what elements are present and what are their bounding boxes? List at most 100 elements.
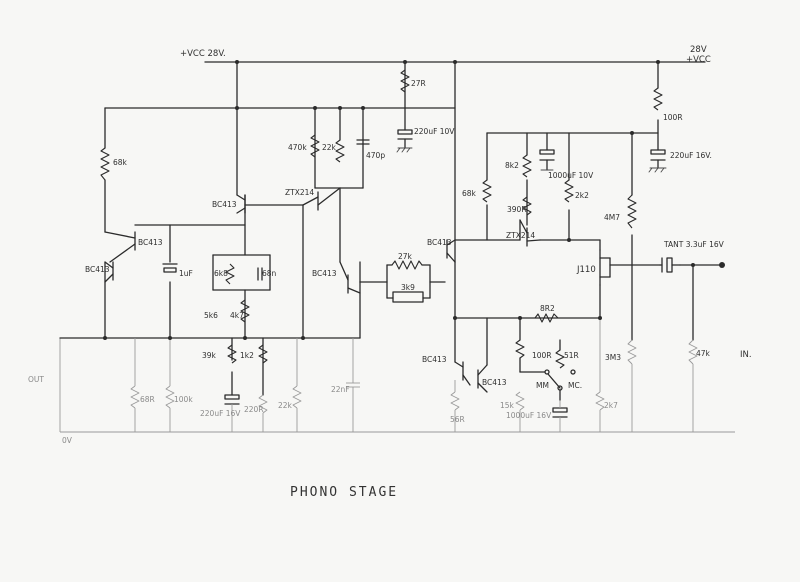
q9-label: BC413 bbox=[482, 378, 507, 387]
r-68k-right-label: 68k bbox=[462, 189, 477, 198]
resistor-1k2 bbox=[258, 344, 268, 364]
schematic-title: PHONO STAGE bbox=[290, 485, 398, 500]
resistor-8k2 bbox=[522, 154, 532, 178]
r-1k2-label: 1k2 bbox=[240, 351, 254, 360]
resistor-27r-top bbox=[400, 69, 410, 93]
resistor-68r bbox=[130, 338, 140, 432]
resistor-22k-bottom bbox=[292, 338, 302, 432]
r-51r-label: 51R bbox=[564, 351, 579, 360]
resistor-68k-left bbox=[100, 147, 110, 181]
resistor-3m3 bbox=[627, 339, 637, 432]
r-4m7-label: 4M7 bbox=[604, 213, 620, 222]
r-8k2-label: 8k2 bbox=[505, 161, 519, 170]
transistor-q1 bbox=[104, 231, 136, 263]
vcc-right-label: +VCC bbox=[686, 55, 711, 65]
capacitor-220uf-16v-bottom bbox=[224, 394, 240, 432]
feedback-network bbox=[386, 260, 446, 303]
resistor-100r-switch bbox=[515, 339, 525, 373]
junction-dots bbox=[103, 60, 725, 340]
switch-mc-label: MC. bbox=[568, 381, 582, 390]
q8-label: ZTX214 bbox=[506, 231, 535, 240]
resistor-220r bbox=[258, 394, 268, 432]
resistor-8r2 bbox=[534, 313, 559, 323]
r-22k-a-label: 22k bbox=[322, 143, 337, 152]
r-39k-label: 39k bbox=[202, 351, 217, 360]
r-470k-label: 470k bbox=[288, 143, 307, 152]
output-label: OUT bbox=[28, 375, 44, 384]
q5-label: BC413 bbox=[312, 269, 337, 278]
c-220uf-10v-label: 220uF 10V bbox=[414, 127, 455, 136]
c-220uf-16v-bot-label: 220uF 16V bbox=[200, 409, 241, 418]
ground-rail bbox=[59, 338, 735, 433]
ground-label: 0V bbox=[62, 436, 73, 445]
r-100r-b-label: 100R bbox=[532, 351, 552, 360]
c-68n-label: 68n bbox=[262, 269, 277, 278]
resistor-22k-top bbox=[335, 139, 345, 163]
switch-mm-label: MM bbox=[536, 381, 549, 390]
c-470p-label: 470p bbox=[366, 151, 385, 160]
r-2k7-label: 2k7 bbox=[604, 401, 618, 410]
r-3m3-label: 3M3 bbox=[605, 353, 621, 362]
r-4k7-label: 4k7 bbox=[230, 311, 244, 320]
r-15k-label: 15k bbox=[500, 401, 515, 410]
r-100k-label: 100k bbox=[174, 395, 193, 404]
q6-label: BC413 bbox=[427, 238, 452, 247]
resistor-2k7 bbox=[595, 318, 605, 432]
resistor-39k bbox=[227, 344, 237, 364]
resistor-390r bbox=[522, 196, 532, 216]
capacitor-22nf bbox=[346, 338, 360, 432]
vcc-left-label: +VCC 28V. bbox=[180, 49, 226, 59]
r-47k-label: 47k bbox=[696, 349, 711, 358]
q2-label: BC413 bbox=[85, 265, 110, 274]
q1-label: BC413 bbox=[138, 238, 163, 247]
jfet-label: J110 bbox=[576, 265, 596, 275]
resistor-470k bbox=[310, 134, 320, 158]
c-1000uf-16v-label: 1000uF 16V bbox=[506, 411, 552, 420]
r-22k-b-label: 22k bbox=[278, 401, 293, 410]
r-68k-left-label: 68k bbox=[113, 158, 128, 167]
resistor-56r bbox=[450, 380, 460, 432]
transistor-q2 bbox=[104, 261, 114, 283]
transistor-q6 bbox=[446, 239, 456, 263]
resistor-100r-top bbox=[653, 87, 663, 111]
resistor-4m7 bbox=[627, 194, 637, 229]
mm-mc-switch bbox=[519, 369, 576, 401]
capacitor-tant bbox=[659, 257, 681, 273]
capacitor-1000uf-16v bbox=[552, 400, 568, 432]
capacitor-1000uf-10v bbox=[539, 132, 555, 171]
c-22nf-label: 22nF bbox=[331, 385, 350, 394]
r-27k-fb-label: 27k bbox=[398, 252, 413, 261]
transistor-q5 bbox=[339, 261, 361, 294]
q4-label: ZTX214 bbox=[285, 188, 314, 197]
q7-label: BC413 bbox=[422, 355, 447, 364]
q3-label: BC413 bbox=[212, 200, 237, 209]
r-100r-label: 100R bbox=[663, 113, 683, 122]
r-390r-label: 390R bbox=[507, 205, 527, 214]
transistor-q3 bbox=[236, 194, 246, 214]
resistor-100k-left bbox=[165, 338, 175, 432]
resistor-5k6 bbox=[240, 299, 250, 323]
capacitor-68n bbox=[257, 267, 263, 281]
r-6k8-label: 6k8 bbox=[214, 269, 228, 278]
resistor-15k bbox=[515, 391, 525, 432]
resistor-51r bbox=[555, 339, 565, 369]
r-68r-label: 68R bbox=[140, 395, 155, 404]
transistor-q8 bbox=[519, 219, 541, 247]
capacitor-1uf bbox=[162, 263, 178, 273]
transistor-q7 bbox=[454, 361, 471, 386]
r-220r-label: 220R bbox=[244, 405, 264, 414]
right-stage-wiring bbox=[454, 132, 723, 363]
resistor-6k8 bbox=[225, 263, 235, 285]
capacitor-220uf-16v-top bbox=[648, 149, 667, 173]
resistor-2k2 bbox=[564, 179, 574, 203]
r-3k9-label: 3k9 bbox=[401, 283, 415, 292]
c-1000uf-10v-label: 1000uF 10V bbox=[548, 171, 594, 180]
vcc-right-voltage-label: 28V bbox=[690, 45, 707, 55]
r-5k6-label: 5k6 bbox=[204, 311, 218, 320]
c-1uf-label: 1uF bbox=[179, 269, 193, 278]
left-stage-wiring bbox=[59, 107, 406, 396]
capacitor-470p bbox=[356, 139, 370, 145]
capacitor-220uf-10v bbox=[396, 129, 413, 153]
r-27r-label: 27R bbox=[411, 79, 426, 88]
jfet-j110 bbox=[599, 249, 611, 286]
